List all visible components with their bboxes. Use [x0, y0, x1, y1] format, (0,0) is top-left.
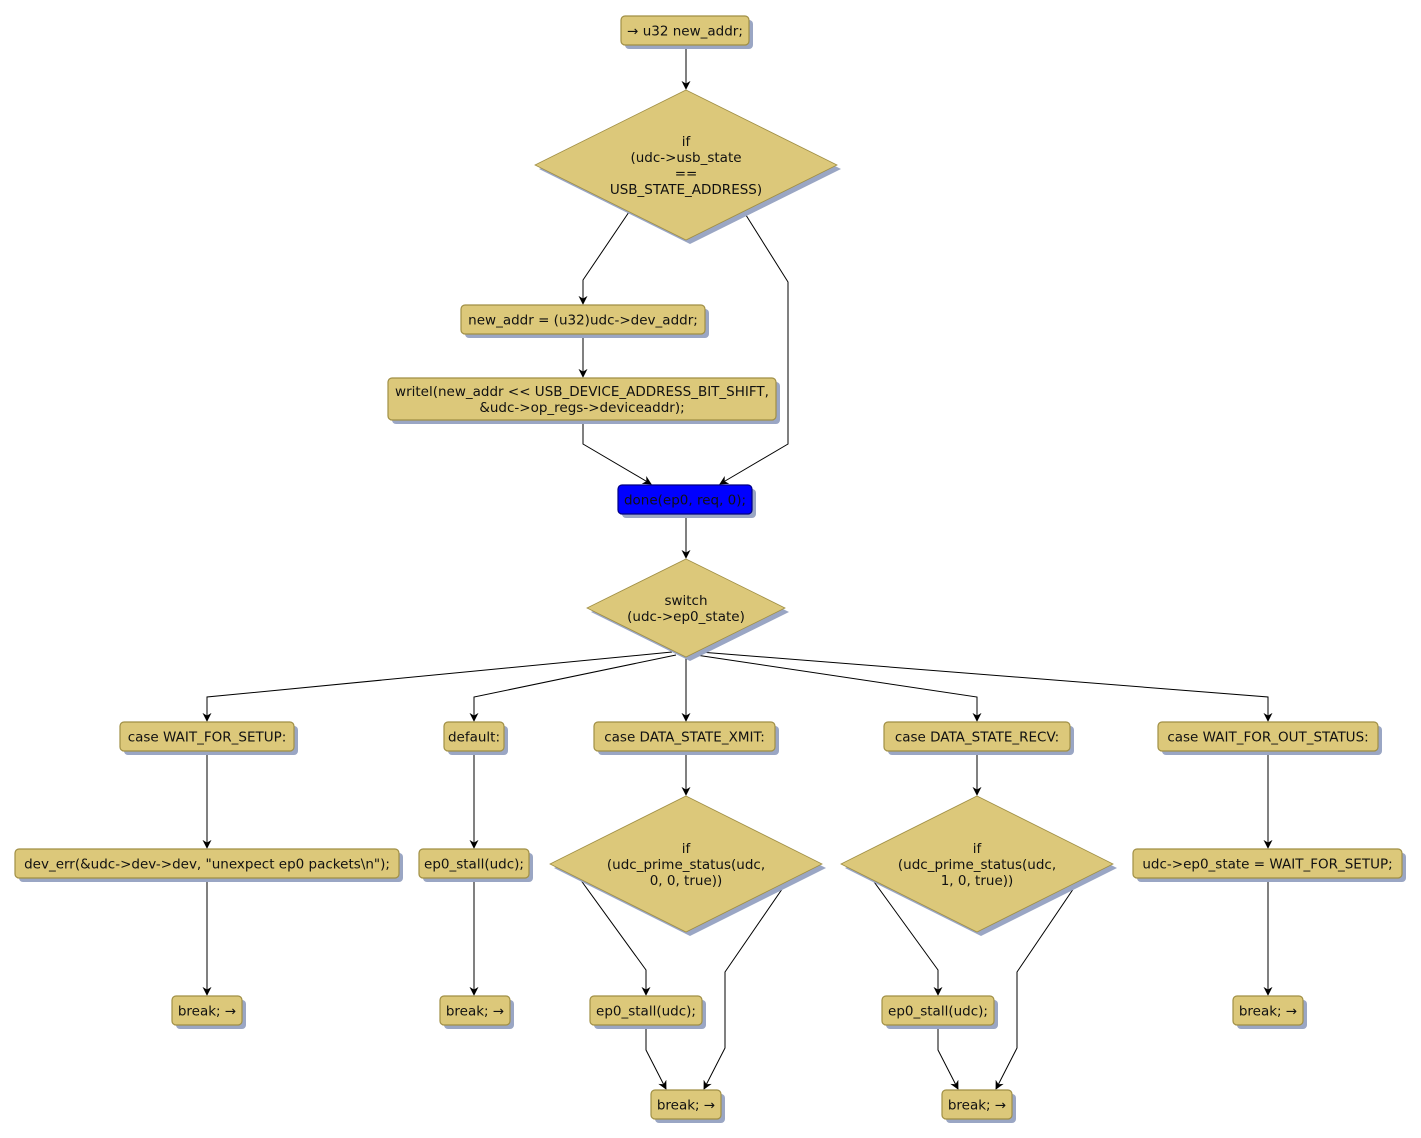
edge-switch_ep0_state-to-case_data_state_recv [695, 654, 982, 722]
node-label-line: (udc_prime_status(udc, [607, 857, 765, 873]
node-label-line: udc->ep0_state = WAIT_FOR_SETUP; [1142, 857, 1392, 873]
decision-diamond [586, 558, 786, 658]
statement-box [1232, 995, 1304, 1026]
node-case-wait-for-out-status[interactable]: case WAIT_FOR_OUT_STATUS: [1157, 721, 1382, 755]
node-dev-err[interactable]: dev_err(&udc->dev->dev, "unexpect ep0 pa… [14, 848, 403, 882]
decision-diamond [549, 795, 823, 933]
node-label-line: &udc->op_regs->deviceaddr); [479, 400, 684, 416]
statement-box [617, 484, 753, 515]
node-label-line: case DATA_STATE_RECV: [895, 730, 1059, 746]
node-label-line: if [682, 841, 692, 857]
node-label-line: (udc->usb_state [630, 150, 741, 166]
statement-box [941, 1089, 1013, 1120]
statement-box [443, 721, 505, 752]
node-label-line: (udc->ep0_state) [627, 609, 745, 625]
node-label-line: new_addr = (u32)udc->dev_addr; [468, 313, 698, 329]
node-start[interactable]: → u32 new_addr; [620, 15, 753, 49]
decision-diamond [534, 89, 838, 241]
edge-if_usb_state-to-done [719, 211, 789, 485]
edge-writel-to-done [582, 420, 652, 485]
statement-box [171, 995, 243, 1026]
node-label-line: → u32 new_addr; [627, 24, 743, 40]
node-if-prime-recv[interactable]: if(udc_prime_status(udc,1, 0, true)) [840, 795, 1117, 936]
edge-if_prime_xmit-to-break_xmit [703, 878, 790, 1090]
statement-box [1157, 721, 1379, 752]
statement-box [1132, 848, 1403, 879]
node-label-line: default: [448, 730, 500, 746]
node-label-line: break; → [446, 1004, 504, 1020]
node-stall-default[interactable]: ep0_stall(udc); [418, 848, 533, 882]
node-label-line: break; → [178, 1004, 236, 1020]
node-stall-recv[interactable]: ep0_stall(udc); [881, 995, 998, 1029]
node-switch-ep0-state[interactable]: switch(udc->ep0_state) [586, 558, 789, 661]
edge-switch_ep0_state-to-case_wait_for_out_status [699, 651, 1273, 722]
node-label-line: USB_STATE_ADDRESS) [610, 182, 762, 198]
node-label-line: switch [664, 593, 707, 609]
statement-box [460, 304, 706, 335]
statement-box [881, 995, 995, 1026]
statement-box [14, 848, 400, 879]
node-case-wait-for-setup[interactable]: case WAIT_FOR_SETUP: [119, 721, 298, 755]
node-label-line: if [682, 134, 692, 150]
node-label-line: case WAIT_FOR_SETUP: [128, 730, 287, 746]
node-if-usb-state[interactable]: if(udc->usb_state==USB_STATE_ADDRESS) [534, 89, 841, 244]
statement-box [589, 995, 703, 1026]
decision-diamond [840, 795, 1114, 933]
node-assign-new-addr[interactable]: new_addr = (u32)udc->dev_addr; [460, 304, 709, 338]
statement-box [418, 848, 530, 879]
node-break-out-status[interactable]: break; → [1232, 995, 1307, 1029]
node-stall-xmit[interactable]: ep0_stall(udc); [589, 995, 706, 1029]
edge-if_prime_xmit-to-stall_xmit [579, 878, 651, 996]
node-label-line: dev_err(&udc->dev->dev, "unexpect ep0 pa… [24, 857, 390, 873]
node-label-line: break; → [948, 1098, 1006, 1114]
node-label-line: writel(new_addr << USB_DEVICE_ADDRESS_BI… [395, 384, 769, 400]
node-break-setup[interactable]: break; → [171, 995, 246, 1029]
node-label-line: done(ep0, req, 0); [624, 493, 746, 509]
node-label-line: == [675, 166, 698, 182]
edge-stall_recv-to-break_recv [937, 1025, 959, 1090]
node-set-wait-for-setup[interactable]: udc->ep0_state = WAIT_FOR_SETUP; [1132, 848, 1406, 882]
edges-layer [202, 45, 1273, 1090]
node-label-line: ep0_stall(udc); [424, 857, 524, 873]
edge-if_prime_recv-to-stall_recv [871, 878, 943, 996]
statement-box [650, 1089, 722, 1120]
node-label-line: case WAIT_FOR_OUT_STATUS: [1167, 730, 1368, 746]
node-break-recv[interactable]: break; → [941, 1089, 1016, 1123]
node-label-line: ep0_stall(udc); [596, 1004, 696, 1020]
node-case-default[interactable]: default: [443, 721, 508, 755]
node-label-line: 1, 0, true)) [941, 873, 1014, 889]
statement-box [593, 721, 776, 752]
statement-box [439, 995, 511, 1026]
edge-switch_ep0_state-to-case_wait_for_setup [202, 651, 673, 722]
edge-stall_xmit-to-break_xmit [645, 1025, 667, 1090]
node-if-prime-xmit[interactable]: if(udc_prime_status(udc,0, 0, true)) [549, 795, 826, 936]
edge-if_usb_state-to-assign_new_addr [578, 211, 630, 305]
node-label-line: ep0_stall(udc); [888, 1004, 988, 1020]
node-label-line: break; → [657, 1098, 715, 1114]
node-label-line: case DATA_STATE_XMIT: [604, 730, 765, 746]
nodes-layer: → u32 new_addr;if(udc->usb_state==USB_ST… [14, 15, 1406, 1123]
node-case-data-state-xmit[interactable]: case DATA_STATE_XMIT: [593, 721, 779, 755]
statement-box [387, 377, 777, 421]
node-label-line: if [973, 841, 983, 857]
node-case-data-state-recv[interactable]: case DATA_STATE_RECV: [883, 721, 1074, 755]
statement-box [883, 721, 1071, 752]
statement-box [119, 721, 295, 752]
edge-switch_ep0_state-to-case_default [469, 654, 677, 722]
node-label-line: (udc_prime_status(udc, [898, 857, 1056, 873]
node-label-line: 0, 0, true)) [650, 873, 723, 889]
node-break-xmit[interactable]: break; → [650, 1089, 725, 1123]
node-writel[interactable]: writel(new_addr << USB_DEVICE_ADDRESS_BI… [387, 377, 780, 424]
node-done[interactable]: done(ep0, req, 0); [617, 484, 756, 518]
edge-if_prime_recv-to-break_recv [995, 878, 1081, 1090]
statement-box [620, 15, 750, 46]
node-break-default[interactable]: break; → [439, 995, 514, 1029]
node-label-line: break; → [1239, 1004, 1297, 1020]
